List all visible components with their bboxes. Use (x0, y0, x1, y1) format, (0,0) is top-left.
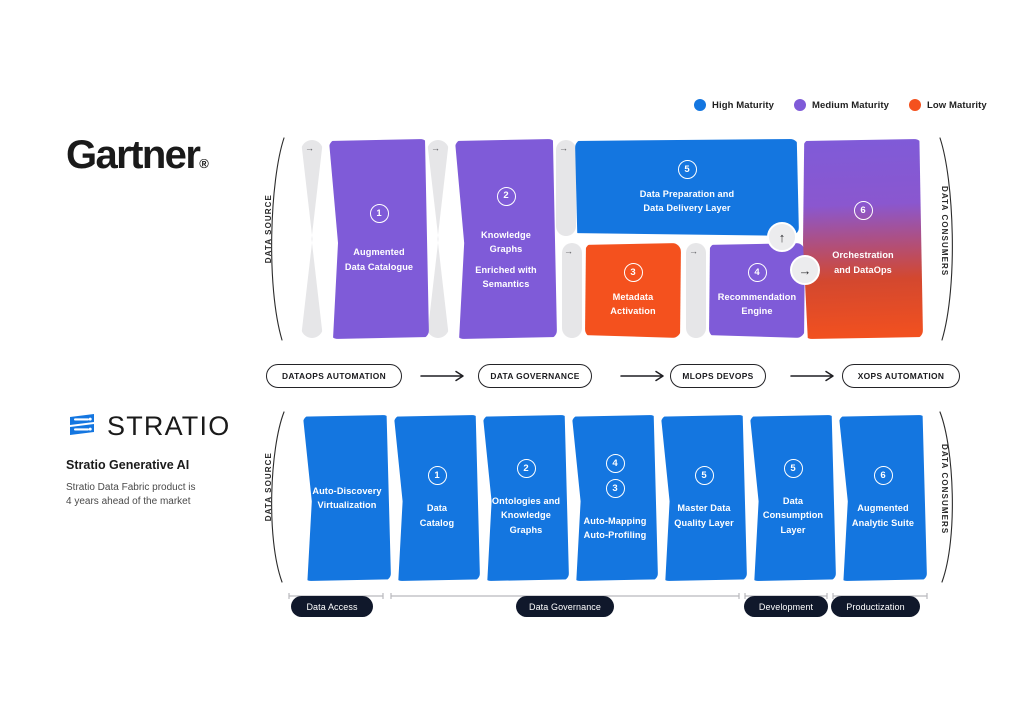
arrow-right-icon[interactable]: → (790, 255, 820, 285)
stratio-brand-block: STRATIO Stratio Generative AI Stratio Da… (66, 410, 246, 509)
data-consumers-label-bottom: DATA CONSUMERS (940, 444, 949, 535)
legend-item-low: Low Maturity (908, 99, 987, 111)
top-stage-3[interactable]: 3 Metadata Activation (585, 243, 681, 338)
connector-slab-4 (686, 243, 706, 338)
arrow-right-icon: → (689, 246, 698, 256)
stage-number-badge: 6 (853, 201, 873, 221)
stage-label: Augmented Analytic Suite (851, 503, 915, 528)
legend-label: High Maturity (712, 99, 774, 111)
pill-dataops-automation[interactable]: DATAOPS AUTOMATION (266, 364, 402, 388)
group-pill-data-access[interactable]: Data Access (291, 596, 373, 617)
top-stage-2[interactable]: 2 Knowledge Graphs Enriched with Semanti… (455, 139, 557, 339)
stage-number-badge: 6 (873, 466, 893, 486)
stage-number-badge: 5 (783, 459, 803, 479)
stage-number-badge-secondary: 4 (605, 453, 625, 473)
group-pill-development[interactable]: Development (744, 596, 828, 617)
bottom-stage-data-consumption[interactable]: 5 Data Consumption Layer (750, 415, 836, 581)
stage-number-badge: 3 (623, 262, 643, 282)
connector-slab-3b (562, 243, 582, 338)
stage-label: Data Preparation and Data Delivery Layer (639, 188, 735, 213)
legend-label: Medium Maturity (812, 99, 889, 111)
stage-number-badge: 1 (427, 466, 447, 486)
arrow-right-icon: → (559, 143, 568, 153)
arrow-right-icon: → (564, 246, 573, 256)
top-stage-6[interactable]: 6 Orchestration and DataOps (803, 139, 923, 339)
stage-number-badge: 2 (496, 186, 516, 206)
top-stage-4[interactable]: 4 Recommendation Engine (709, 243, 805, 338)
stage-number-badge: 3 (605, 478, 625, 498)
data-consumers-brace-top (939, 137, 953, 341)
connector-slab-3a (556, 140, 576, 236)
stage-number-badge: 4 (747, 262, 767, 282)
data-source-label-bottom: DATA SOURCE (264, 452, 273, 522)
data-consumers-label-top: DATA CONSUMERS (940, 186, 949, 277)
registered-mark-icon: ® (199, 156, 209, 171)
top-stage-5[interactable]: 5 Data Preparation and Data Delivery Lay… (575, 139, 799, 236)
legend-label: Low Maturity (926, 99, 987, 111)
stage-label: Augmented Data Catalogue (344, 247, 414, 272)
bottom-stage-augmented-analytic-suite[interactable]: 6 Augmented Analytic Suite (839, 415, 927, 581)
group-pill-productization[interactable]: Productization (831, 596, 920, 617)
bottom-stage-auto-mapping[interactable]: 4 3 Auto-Mapping Auto-Profiling (572, 415, 658, 581)
data-source-brace-top (271, 137, 285, 341)
legend-item-medium: Medium Maturity (794, 99, 889, 111)
gartner-data-fabric-diagram: DATA SOURCE DATA CONSUMERS → → → → → 1 A… (0, 0, 1024, 360)
group-pill-data-governance[interactable]: Data Governance (516, 596, 614, 617)
arrow-right-icon: → (431, 143, 440, 153)
stage-label: Data Catalog (419, 503, 455, 528)
pill-xops-automation[interactable]: XOPS AUTOMATION (842, 364, 960, 388)
bottom-stage-data-catalog[interactable]: 1 Data Catalog (394, 415, 480, 581)
stage-number-badge: 5 (694, 466, 714, 486)
stage-label: Knowledge Graphs Enriched with Semantics (475, 229, 537, 290)
pill-mlops-devops[interactable]: MLOPS DEVOPS (670, 364, 766, 388)
stratio-product-title: Stratio Generative AI (66, 458, 190, 472)
stage-number-badge: 1 (369, 204, 389, 224)
pill-data-governance[interactable]: DATA GOVERNANCE (478, 364, 592, 388)
stage-label: Master Data Quality Layer (674, 503, 734, 528)
legend-item-high: High Maturity (694, 99, 774, 111)
stage-label: Metadata Activation (610, 291, 656, 316)
circle-dot-icon (694, 99, 706, 111)
stratio-product-subtitle: Stratio Data Fabric product is 4 years a… (66, 482, 196, 508)
data-consumers-brace-bottom (939, 411, 953, 583)
gartner-wordmark: Gartner (66, 133, 201, 177)
stage-number-badge: 5 (677, 159, 697, 179)
top-stage-1[interactable]: 1 Augmented Data Catalogue (329, 139, 429, 339)
stage-label: Orchestration and DataOps (832, 250, 894, 275)
stage-number-badge: 2 (516, 459, 536, 479)
bottom-stage-ontologies[interactable]: 2 Ontologies and Knowledge Graphs (483, 415, 569, 581)
stage-label: Data Consumption Layer (762, 496, 824, 535)
bottom-stage-master-data-quality[interactable]: 5 Master Data Quality Layer (661, 415, 747, 581)
stratio-logo: STRATIO (66, 410, 246, 442)
circle-dot-icon (908, 99, 921, 111)
stage-label: Recommendation Engine (717, 291, 797, 316)
data-source-brace-bottom (271, 411, 285, 583)
stage-label: Auto-Discovery Virtualization (312, 485, 382, 510)
gartner-logo: Gartner® (66, 133, 209, 178)
stage-label: Ontologies and Knowledge Graphs (491, 496, 561, 535)
stratio-layers-icon (70, 414, 94, 435)
arrow-right-icon: → (305, 143, 314, 153)
stage-label: Auto-Mapping Auto-Profiling (583, 515, 647, 540)
bottom-stage-auto-discovery[interactable]: Auto-Discovery Virtualization (303, 415, 391, 581)
maturity-legend: High Maturity Medium Maturity Low Maturi… (694, 99, 987, 111)
stratio-wordmark: STRATIO (107, 410, 231, 441)
arrow-up-icon[interactable]: ↑ (767, 222, 797, 252)
circle-dot-icon (794, 99, 806, 111)
